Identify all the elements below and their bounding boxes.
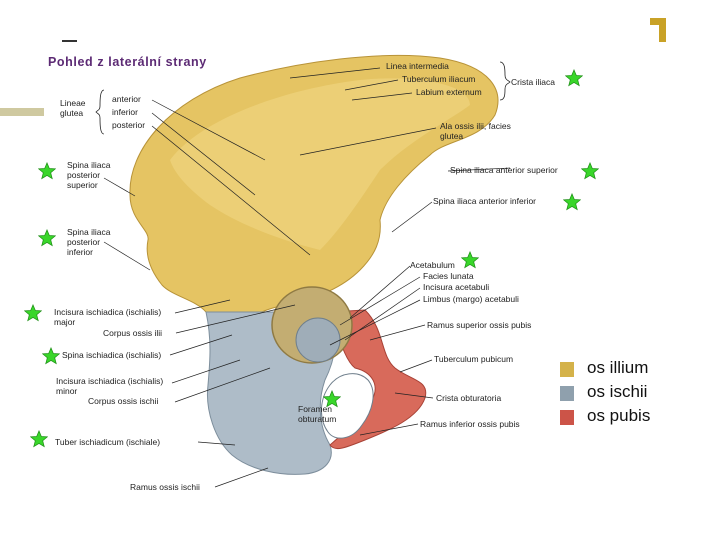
label-incisura-minor: Incisura ischiadica (ischialis) minor xyxy=(56,376,178,396)
label-corpus-ischii: Corpus ossis ischii xyxy=(88,396,158,406)
star-icon xyxy=(38,229,56,247)
star-icon xyxy=(42,347,60,365)
crista-brace xyxy=(500,62,510,100)
label-tuber-ischiadicum: Tuber ischiadicum (ischiale) xyxy=(55,437,160,447)
lineae-brace xyxy=(96,90,104,134)
legend-label: os pubis xyxy=(587,406,650,426)
star-icon xyxy=(565,69,583,87)
star-icon xyxy=(38,162,56,180)
label-labium-externum: Labium externum xyxy=(416,87,482,97)
legend-label: os illium xyxy=(587,358,648,378)
star-icon xyxy=(24,304,42,322)
label-inferior: inferior xyxy=(112,107,138,117)
label-siai: Spina iliaca anterior inferior xyxy=(433,196,536,206)
star-icon xyxy=(563,193,581,211)
star-icon xyxy=(581,162,599,180)
label-sips: Spina iliaca posterior superior xyxy=(67,160,127,190)
label-limbus: Limbus (margo) acetabuli xyxy=(423,294,519,304)
label-ramus-ischii: Ramus ossis ischii xyxy=(130,482,200,492)
label-facies-lunata: Facies lunata xyxy=(423,271,474,281)
legend-swatch xyxy=(560,386,574,401)
legend-swatch xyxy=(560,362,574,377)
label-spina-ischiadica: Spina ischiadica (ischialis) xyxy=(62,350,161,360)
label-crista-obturatoria: Crista obturatoria xyxy=(436,393,501,403)
label-sipi: Spina iliaca posterior inferior xyxy=(67,227,127,257)
label-ramus-superior-pubis: Ramus superior ossis pubis xyxy=(427,320,531,330)
legend-swatch xyxy=(560,410,574,425)
label-tuberculum-pubicum: Tuberculum pubicum xyxy=(434,354,513,364)
label-ala-ossis-ilii: Ala ossis ilii, facies glutea xyxy=(440,121,520,141)
label-posterior: posterior xyxy=(112,120,145,130)
label-corpus-ilii: Corpus ossis ilii xyxy=(103,328,162,338)
label-anterior: anterior xyxy=(112,94,141,104)
label-sias: Spina iliaca anterior superior xyxy=(450,165,558,175)
label-tuberculum-iliacum: Tuberculum iliacum xyxy=(402,74,475,84)
label-incisura-major: Incisura ischiadica (ischialis) major xyxy=(54,307,176,327)
label-lineae-gluteae: Lineae glutea xyxy=(60,98,90,118)
label-incisura-acetabuli: Incisura acetabuli xyxy=(423,282,489,292)
label-acetabulum: Acetabulum xyxy=(410,260,455,270)
star-icon xyxy=(30,430,48,448)
legend-label: os ischii xyxy=(587,382,647,402)
label-ramus-inferior-pubis: Ramus inferior ossis pubis xyxy=(420,419,520,429)
acetabulum-fossa xyxy=(296,318,340,362)
label-linea-intermedia: Linea intermedia xyxy=(386,61,449,71)
label-crista-iliaca: Crista iliaca xyxy=(511,77,555,87)
star-icon xyxy=(461,251,479,269)
star-icon xyxy=(323,390,341,408)
